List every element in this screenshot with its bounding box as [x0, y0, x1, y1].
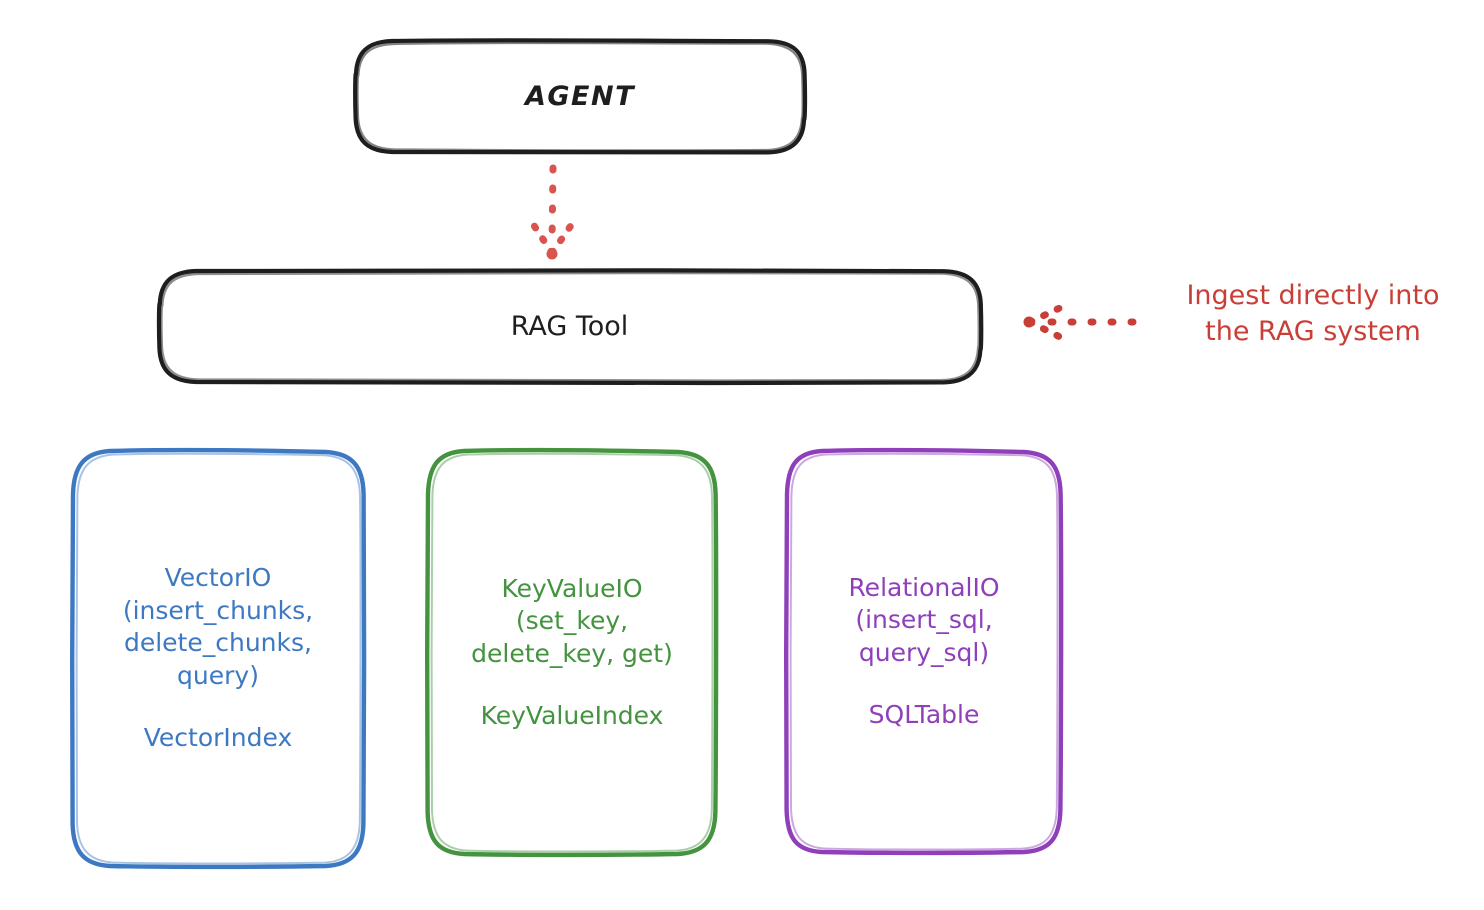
vectorio-node-sublabel: VectorIndex: [143, 723, 293, 753]
relationalio-node-label: RelationalIO (insert_sql, query_sql): [848, 572, 1000, 667]
rag-tool-box-outline: [156, 267, 984, 386]
vectorio-box-outline: [69, 447, 367, 870]
vectorio-node-label: VectorIO (insert_chunks, delete_chunks, …: [122, 563, 314, 690]
keyvalueio-box-outline: [424, 447, 719, 858]
vectorio-node[interactable]: VectorIO (insert_chunks, delete_chunks, …: [72, 450, 364, 867]
ingest-annotation-line-1: Ingest directly into: [1186, 280, 1440, 311]
ingest-annotation-line-2: the RAG system: [1205, 316, 1421, 348]
keyvalueio-node-label: KeyValueIO (set_key, delete_key, get): [471, 573, 673, 668]
ingest-annotation: Ingest directly into the RAG system: [1148, 278, 1478, 351]
connector-agent-to-rag: [529, 164, 576, 260]
relationalio-node-sublabel: SQLTable: [868, 700, 980, 729]
rag-tool-node-label: RAG Tool: [510, 311, 629, 342]
relationalio-box-outline: [783, 447, 1064, 856]
relationalio-node[interactable]: RelationalIO (insert_sql, query_sql) SQL…: [788, 450, 1060, 853]
agent-box-outline: [353, 38, 808, 155]
rag-tool-node[interactable]: RAG Tool: [157, 270, 982, 383]
connector-annotation-to-rag: [1023, 302, 1137, 343]
agent-node[interactable]: AGENT: [355, 40, 805, 153]
keyvalueio-node-sublabel: KeyValueIndex: [480, 701, 664, 730]
agent-node-label: AGENT: [524, 81, 635, 112]
keyvalueio-node[interactable]: KeyValueIO (set_key, delete_key, get) Ke…: [428, 450, 716, 855]
